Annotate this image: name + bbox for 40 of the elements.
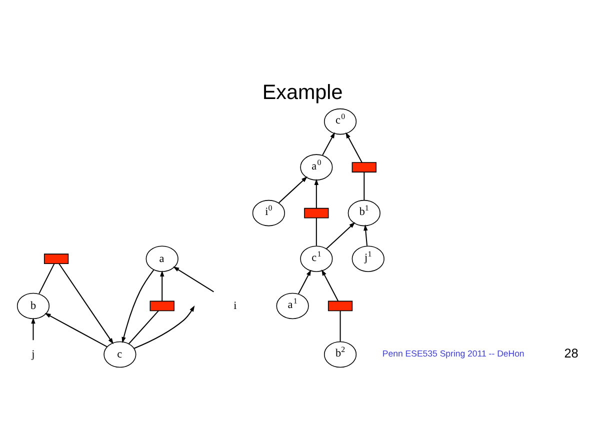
arrow [346,132,362,162]
node-box [352,162,376,172]
node-ellipse: i$^{0}$ [252,199,285,226]
node-box [44,253,69,264]
arrow [160,270,164,300]
node-text: j [32,348,35,360]
arrow [31,317,36,340]
arrow [364,224,368,246]
node-ellipse: c$^{1}$ [300,245,333,272]
diagram-title: Example [262,80,343,104]
arrow [326,222,356,249]
arrow [298,269,312,294]
node-ellipse: b [16,292,50,319]
arrow [44,312,108,347]
arrow [173,266,214,292]
node-ellipse: c$^{0}$ [324,108,357,134]
connector [340,310,341,341]
arrow [122,269,154,343]
label: Penn ESE535 Spring 2011 -- DeHon [382,348,524,358]
node-ellipse: c [104,340,136,368]
arrow [322,132,335,155]
arrow [58,262,114,344]
node-text: i [234,299,237,312]
arrow [278,176,308,203]
connector [364,172,365,200]
node-box [150,300,174,311]
node-box [304,207,329,218]
node-ellipse: a$^{0}$ [300,154,333,180]
arrow [322,268,339,301]
arrow [314,178,319,208]
node-ellipse: j$^{1}$ [352,245,384,272]
connector [38,262,55,294]
label: 28 [564,345,578,360]
arrow [134,305,195,348]
node-ellipse: a$^{1}$ [276,292,309,319]
node-ellipse: b$^{2}$ [324,340,357,368]
connector [316,218,317,246]
node-ellipse: b$^{1}$ [348,199,380,226]
node-box [328,300,353,311]
connector [128,310,159,344]
